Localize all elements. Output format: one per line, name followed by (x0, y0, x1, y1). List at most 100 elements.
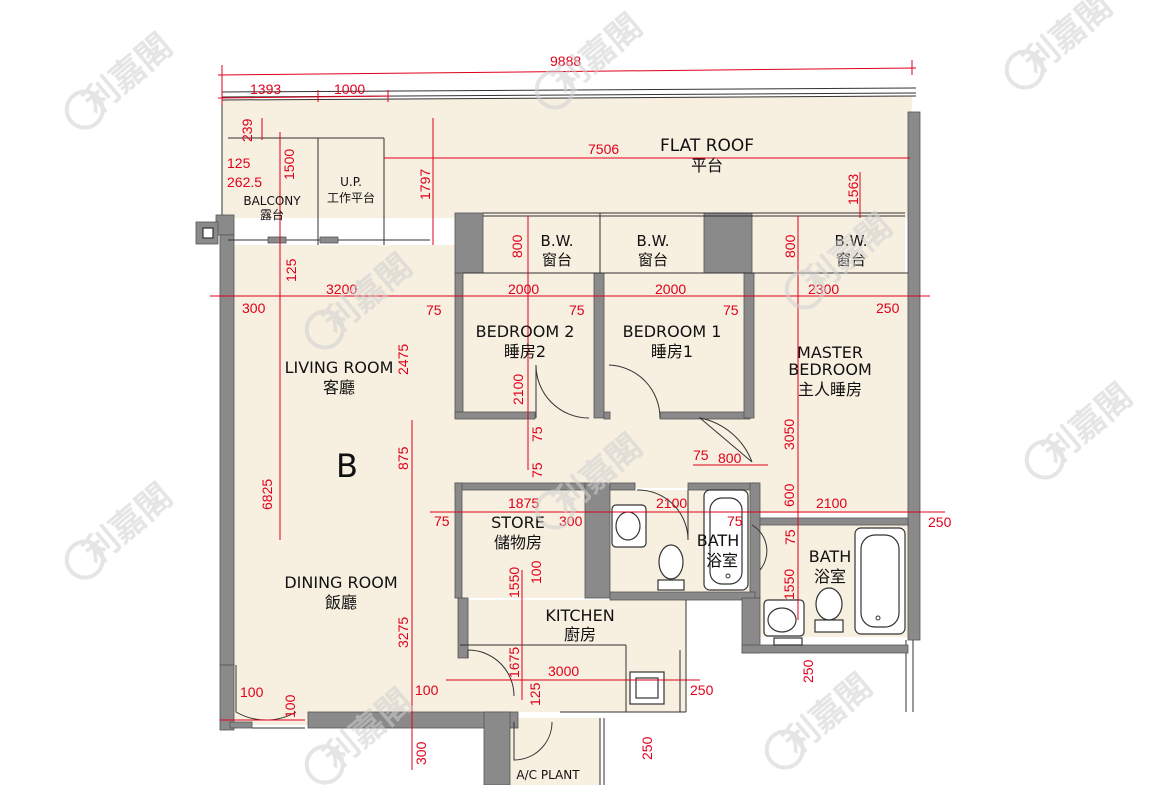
dim-label: 1675 (506, 647, 522, 678)
dim-label: 300 (242, 300, 266, 316)
dim-label: 800 (509, 234, 525, 258)
bw1-label-zh: 窗台 (542, 251, 572, 269)
flat-roof-label-zh: 平台 (691, 156, 723, 175)
flat-roof-floor (222, 96, 912, 218)
dim-label: 75 (727, 513, 743, 529)
dim-label: 250 (928, 514, 952, 530)
svg-text:利嘉閣: 利嘉閣 (76, 26, 180, 122)
dim-label: 3000 (548, 663, 579, 679)
walls (195, 87, 921, 785)
dining-room-label-zh: 飯廳 (325, 593, 357, 612)
bedroom2-label-zh: 睡房2 (504, 342, 546, 361)
dim-label: 2000 (508, 281, 539, 297)
dim-label: 3050 (781, 419, 797, 450)
dim-label: 800 (718, 450, 742, 466)
dim-label: 250 (800, 659, 816, 683)
bedroom1-label-zh: 睡房1 (651, 342, 693, 361)
ac-plant-label: A/C PLANT (516, 768, 580, 782)
dim-label: 1797 (417, 169, 433, 200)
dim-label: 125 (283, 258, 299, 282)
bedroom2-label: BEDROOM 2 (476, 322, 575, 341)
room-labels: FLAT ROOF 平台 BALCONY 露台 U.P. 工作平台 B.W. 窗… (243, 136, 871, 782)
dim-label: 1563 (845, 174, 861, 205)
dim-label: 1393 (250, 81, 281, 97)
dim-label: 1875 (508, 495, 539, 511)
dim-label: 1500 (281, 149, 297, 180)
store-floor (462, 490, 588, 598)
living-room-label-zh: 客廳 (323, 378, 355, 397)
dim-label: 75 (782, 529, 798, 545)
dim-label: 75 (426, 302, 442, 318)
bedroom1-label: BEDROOM 1 (623, 322, 722, 341)
dim-label: 2000 (655, 281, 686, 297)
dim-label: 800 (782, 234, 798, 258)
bw2-label: B.W. (637, 232, 670, 250)
dim-label: 75 (434, 513, 450, 529)
toilet-2 (814, 619, 844, 633)
dim-label: 75 (569, 302, 585, 318)
master-floor (752, 273, 908, 513)
dim-label: 250 (876, 300, 900, 316)
bath2-label-zh: 浴室 (814, 567, 846, 586)
dimension-labels: 9888 1393 1000 7506 239 125 262.5 1500 1… (227, 53, 952, 765)
ac-plant-floor (510, 718, 600, 785)
bath2-label: BATH (809, 547, 851, 566)
dim-label: 125 (527, 682, 543, 706)
dim-label: 75 (529, 462, 545, 478)
dim-label: 75 (723, 302, 739, 318)
bw1-label: B.W. (541, 232, 574, 250)
dim-label: 75 (529, 426, 545, 442)
doors (235, 364, 768, 761)
dim-label: 100 (528, 560, 544, 584)
store-label-zh: 儲物房 (494, 533, 542, 552)
dim-label: 250 (690, 682, 714, 698)
dimension-lines (210, 60, 945, 770)
unit-letter: B (336, 447, 358, 485)
dim-label: 3200 (326, 281, 357, 297)
dim-label: 9888 (550, 53, 581, 69)
dim-label: 2100 (656, 495, 687, 511)
watermark-logo: 利嘉閣 (64, 26, 180, 130)
up-label: U.P. (340, 175, 362, 189)
watermark-logo: 利嘉閣 (1024, 376, 1140, 480)
bw3-label: B.W. (835, 232, 868, 250)
living-dining-floor (232, 245, 460, 725)
bw3-label-zh: 窗台 (836, 251, 866, 269)
dim-label: 125 (227, 155, 251, 171)
dim-label: 300 (413, 741, 429, 765)
svg-text:利嘉閣: 利嘉閣 (76, 476, 180, 572)
dim-label: 100 (240, 684, 264, 700)
dim-label: 2100 (510, 374, 526, 405)
balcony-label-zh: 露台 (260, 207, 284, 222)
dim-label: 239 (239, 118, 255, 142)
fixtures (460, 489, 906, 712)
watermark-logo: 利嘉閣 (1004, 0, 1120, 90)
dim-label: 100 (282, 694, 298, 718)
watermark-logo: 利嘉閣 (764, 666, 880, 770)
dim-label: 3275 (395, 617, 411, 648)
dim-label: 875 (395, 446, 411, 470)
dim-label: 75 (693, 447, 709, 463)
svg-text:利嘉閣: 利嘉閣 (1016, 0, 1120, 82)
master-bedroom-label-1: MASTER (797, 343, 863, 362)
dim-label: 262.5 (227, 174, 262, 190)
dim-label: 1000 (334, 81, 365, 97)
living-room-label: LIVING ROOM (285, 358, 394, 377)
dim-label: 1550 (506, 567, 522, 598)
bath1-label: BATH (697, 531, 739, 550)
master-bedroom-label-2: BEDROOM (788, 360, 872, 379)
watermark-logo: 利嘉閣 (64, 476, 180, 580)
dim-label: 100 (415, 682, 439, 698)
flat-roof-label: FLAT ROOF (660, 136, 754, 156)
kitchen-label-zh: 廚房 (564, 625, 596, 644)
store-label: STORE (491, 513, 545, 532)
bw2-label-zh: 窗台 (638, 251, 668, 269)
up-label-zh: 工作平台 (327, 190, 375, 205)
dim-label: 1550 (781, 569, 797, 600)
dim-label: 2475 (395, 344, 411, 375)
dining-room-label: DINING ROOM (284, 573, 397, 592)
kitchen-label: KITCHEN (545, 606, 614, 625)
svg-text:利嘉閣: 利嘉閣 (1036, 376, 1140, 472)
svg-text:利嘉閣: 利嘉閣 (776, 666, 880, 762)
